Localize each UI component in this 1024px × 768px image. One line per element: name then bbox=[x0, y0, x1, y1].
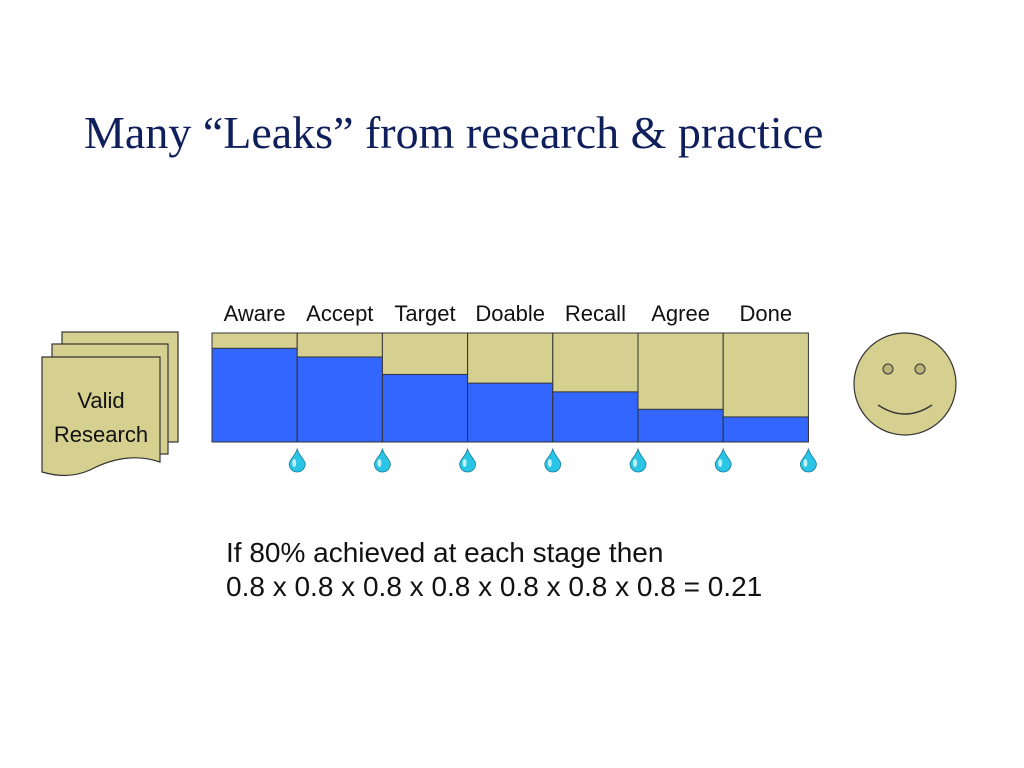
water-drop-icon bbox=[799, 447, 817, 473]
stage-column-doable: Doable bbox=[467, 301, 562, 473]
water-drop-icon bbox=[714, 447, 732, 473]
stage-fill bbox=[381, 373, 469, 443]
drop-highlight bbox=[803, 459, 808, 467]
stage-column-agree: Agree bbox=[637, 301, 732, 473]
stage-label: Accept bbox=[306, 301, 373, 326]
water-drop-icon bbox=[288, 447, 306, 473]
note-line-2: 0.8 x 0.8 x 0.8 x 0.8 x 0.8 x 0.8 x 0.8 … bbox=[226, 571, 763, 602]
stage-label: Recall bbox=[565, 301, 626, 326]
water-drop-icon bbox=[373, 447, 391, 473]
stage-fill bbox=[552, 391, 639, 443]
stage-column-target: Target bbox=[381, 301, 477, 473]
stage-fill bbox=[296, 356, 383, 443]
water-drop-icon bbox=[629, 447, 647, 473]
document-label-line1: Valid bbox=[77, 388, 124, 413]
stage-label: Target bbox=[394, 301, 455, 326]
stage-label: Done bbox=[740, 301, 793, 326]
stage-column-recall: Recall bbox=[552, 301, 647, 473]
stage-columns: Aware Accept Target Doable Recall Agree Done bbox=[211, 301, 817, 473]
document-label-line2: Research bbox=[54, 422, 148, 447]
drop-highlight bbox=[377, 459, 382, 467]
water-drop-icon bbox=[544, 447, 562, 473]
calculation-note: If 80% achieved at each stage then 0.8 x… bbox=[226, 536, 762, 604]
drop-highlight bbox=[462, 459, 467, 467]
drop-highlight bbox=[633, 459, 637, 467]
slide-title: Many “Leaks” from research & practice bbox=[84, 107, 824, 158]
stage-column-accept: Accept bbox=[296, 301, 391, 473]
stage-fill bbox=[467, 382, 554, 443]
stage-column-done: Done bbox=[722, 301, 817, 473]
drop-highlight bbox=[292, 459, 297, 467]
document-stack-icon: Valid Research bbox=[41, 331, 179, 477]
smiley-face-icon bbox=[853, 332, 957, 436]
drop-highlight bbox=[547, 459, 552, 467]
water-drop-icon bbox=[459, 447, 477, 473]
stage-label: Aware bbox=[224, 301, 286, 326]
stage-label: Agree bbox=[651, 301, 710, 326]
stage-fill bbox=[722, 416, 809, 443]
stage-fill bbox=[637, 408, 724, 443]
stage-fill bbox=[211, 347, 298, 443]
note-line-1: If 80% achieved at each stage then bbox=[226, 537, 664, 568]
stage-column-aware: Aware bbox=[211, 301, 306, 473]
stage-label: Doable bbox=[475, 301, 545, 326]
drop-highlight bbox=[718, 459, 723, 467]
